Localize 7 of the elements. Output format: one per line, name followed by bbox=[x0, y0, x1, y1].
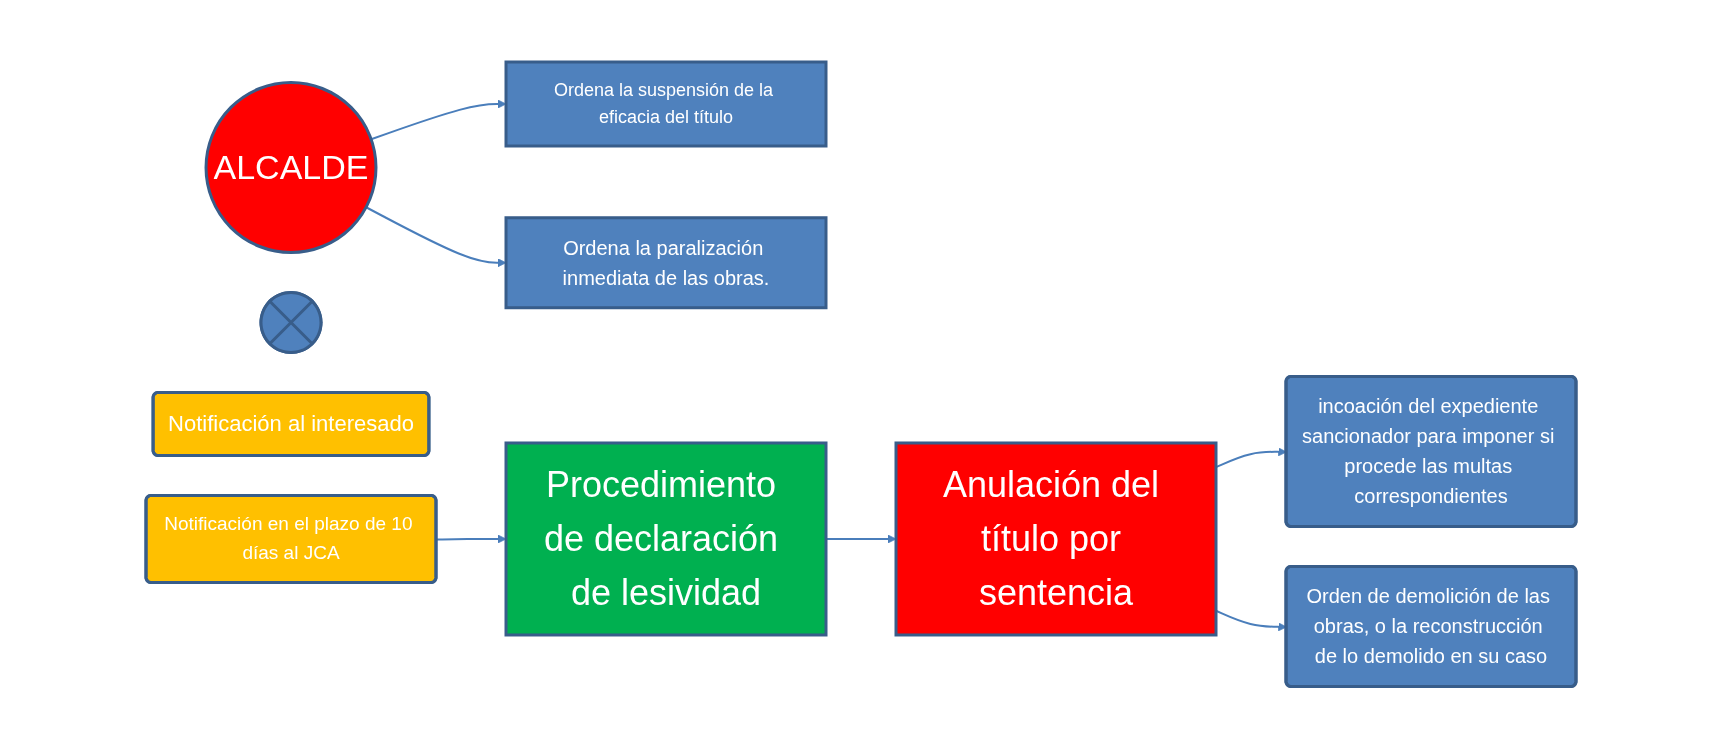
node-box: Anulación del título por sentencia bbox=[894, 441, 1217, 637]
node-box: Procedimiento de declaración de lesividad bbox=[504, 441, 827, 637]
node-box: Ordena la paralización inmediata de las obras. bbox=[504, 216, 827, 309]
arrow bbox=[435, 534, 506, 544]
arrow bbox=[364, 206, 506, 267]
node-box: Ordena la suspensión de la eficacia del título bbox=[504, 60, 827, 148]
node-circle: ALCALDE bbox=[204, 80, 377, 254]
